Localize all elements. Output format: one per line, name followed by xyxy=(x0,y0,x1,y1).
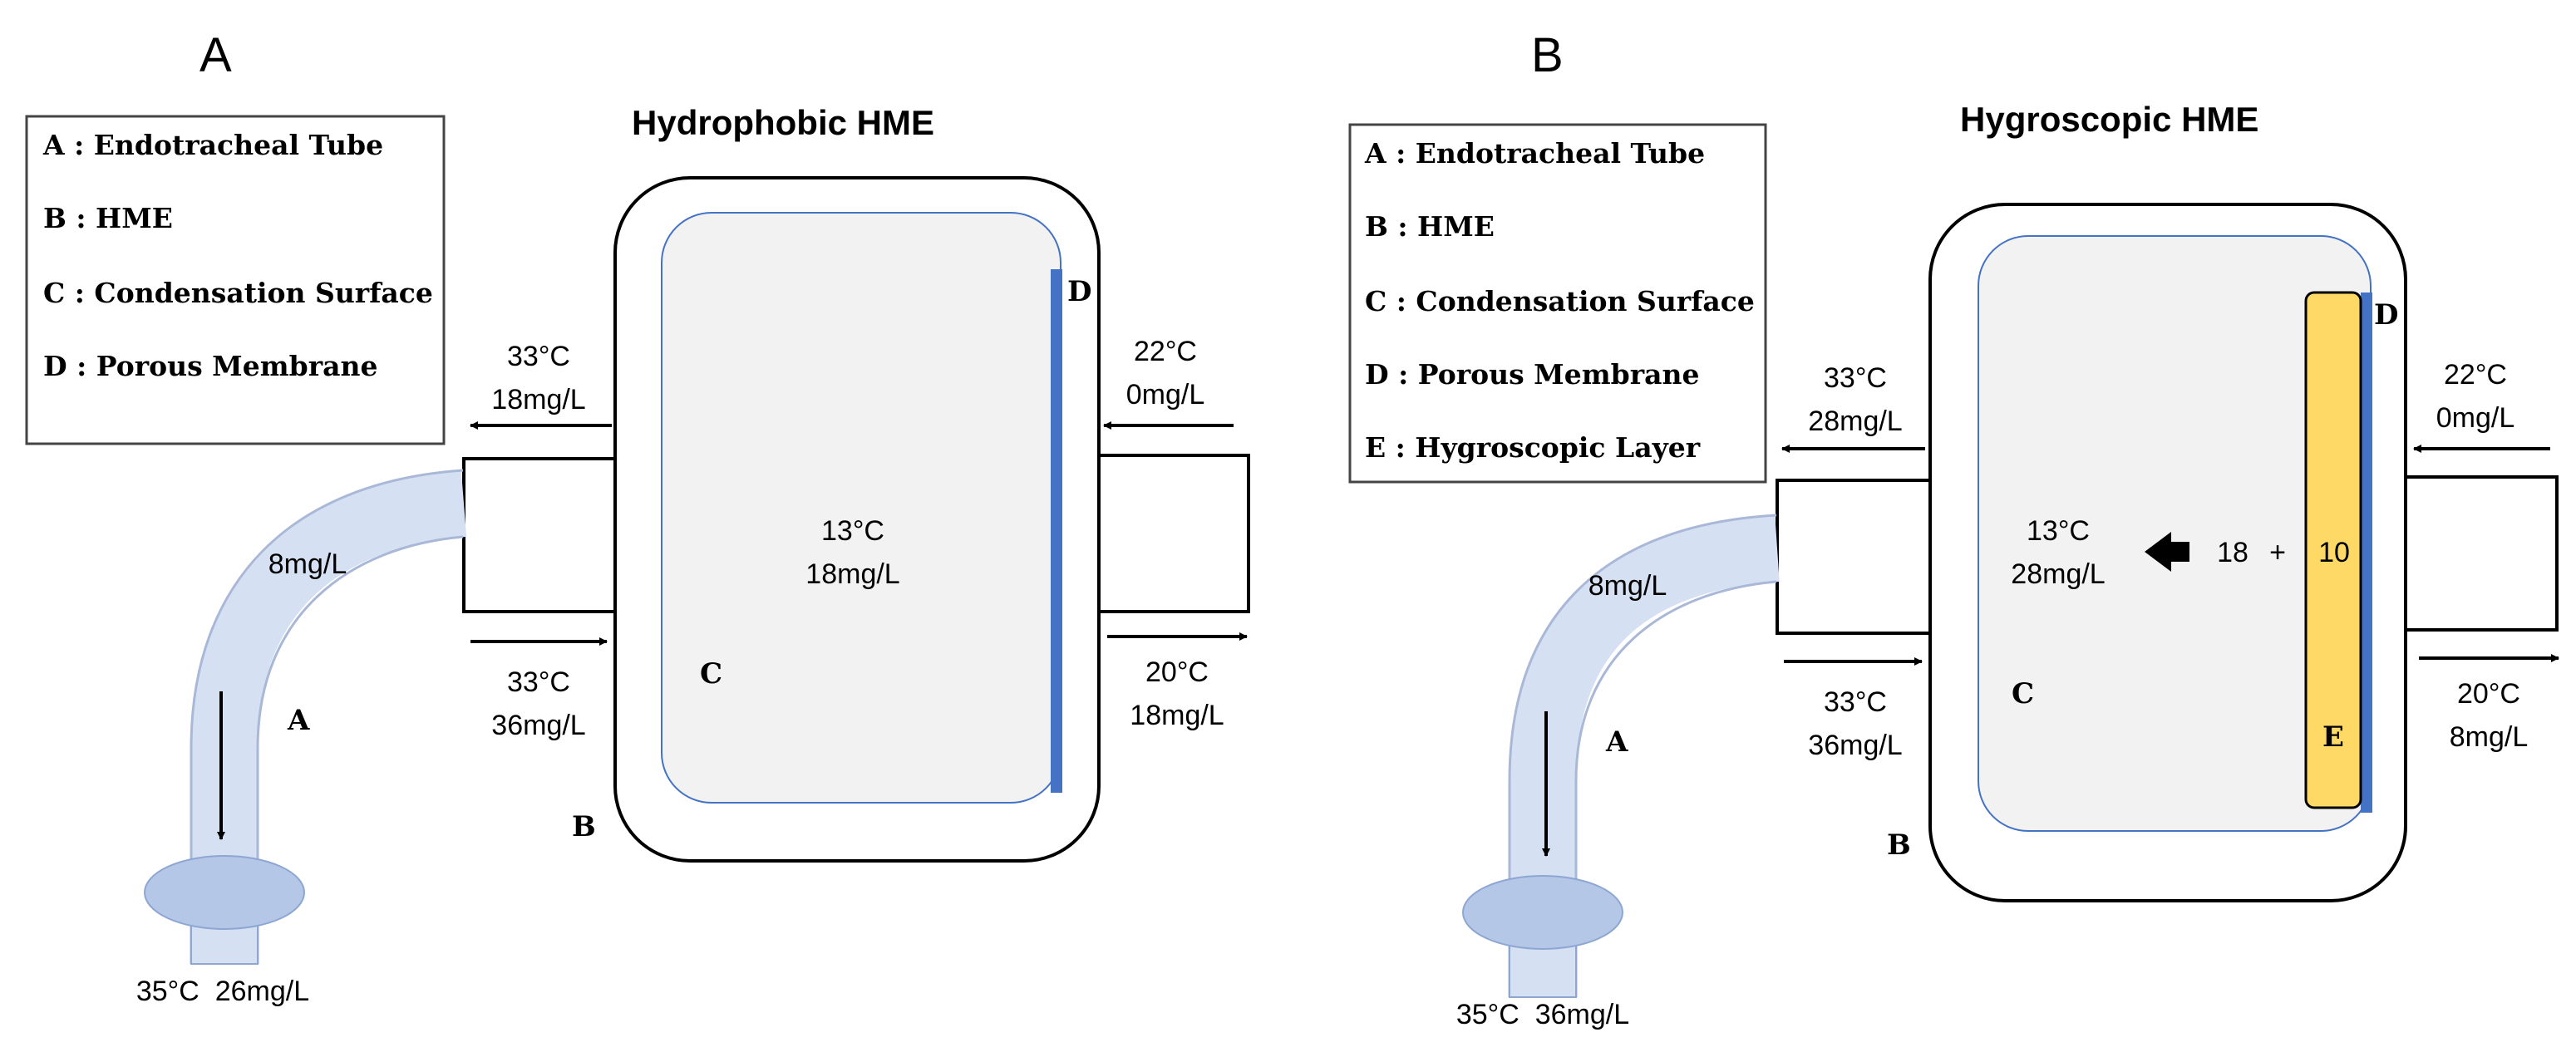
legend: A : Endotracheal Tube B : HME C : Conden… xyxy=(1348,123,1767,484)
in-left-temp: 33°C xyxy=(507,666,570,698)
moisture-return-arrow xyxy=(2145,532,2189,572)
inlet-port xyxy=(462,457,617,613)
panel-letter: B xyxy=(1531,28,1564,82)
in-left-humidity: 36mg/L xyxy=(1808,730,1902,761)
legend-item: E : Hygroscopic Layer xyxy=(1365,431,1701,464)
tube-humidity: 8mg/L xyxy=(1588,570,1667,602)
outlet-port xyxy=(2404,475,2559,632)
part-label-c: C xyxy=(2012,677,2034,710)
tube-cuff xyxy=(144,855,305,930)
in-right-humidity: 0mg/L xyxy=(2436,402,2515,434)
panel-letter: A xyxy=(199,28,232,82)
part-label-b: B xyxy=(1887,828,1911,862)
part-label-a: A xyxy=(1605,725,1628,759)
endotracheal-tube-fill xyxy=(1510,515,1780,906)
in-left-temp: 33°C xyxy=(1824,686,1887,718)
outlet-port xyxy=(1097,454,1250,613)
out-left-humidity: 28mg/L xyxy=(1808,406,1902,437)
in-right-temp: 22°C xyxy=(2444,359,2507,391)
in-left-humidity: 36mg/L xyxy=(491,710,585,741)
out-left-humidity: 18mg/L xyxy=(491,384,585,415)
center-temp: 13°C xyxy=(2027,515,2090,547)
legend-item: C : Condensation Surface xyxy=(43,277,433,309)
patient-condition: 35°C 26mg/L xyxy=(136,976,309,1007)
porous-membrane xyxy=(1051,269,1062,793)
in-right-humidity: 0mg/L xyxy=(1126,379,1205,410)
panel-title: Hydrophobic HME xyxy=(632,103,934,142)
endotracheal-tube-outline-inner xyxy=(1574,580,1777,997)
legend-item: B : HME xyxy=(43,202,173,234)
sum-added: 10 xyxy=(2318,537,2350,568)
legend-item: C : Condensation Surface xyxy=(1365,285,1755,317)
center-humidity: 18mg/L xyxy=(805,558,899,590)
part-label-d: D xyxy=(2374,298,2398,332)
part-label-c: C xyxy=(700,657,722,691)
inlet-port xyxy=(1776,479,1932,635)
part-label-b: B xyxy=(572,810,596,843)
legend-item: A : Endotracheal Tube xyxy=(1364,137,1705,170)
legend: A : Endotracheal Tube B : HME C : Conden… xyxy=(25,115,446,445)
part-label-e: E xyxy=(2322,720,2344,754)
in-right-temp: 22°C xyxy=(1134,336,1197,367)
tube-cuff xyxy=(1462,875,1623,950)
condensation-chamber xyxy=(661,212,1061,804)
panel-b: B Hygroscopic HME A : Endotracheal Tube … xyxy=(1348,28,2559,1030)
out-left-temp: 33°C xyxy=(1824,362,1887,394)
panel-title: Hygroscopic HME xyxy=(1960,100,2258,139)
part-label-a: A xyxy=(287,704,310,737)
legend-item: D : Porous Membrane xyxy=(43,350,377,382)
panel-a: A Hydrophobic HME A : Endotracheal Tube … xyxy=(25,28,1250,1007)
out-right-humidity: 8mg/L xyxy=(2450,721,2529,753)
tube-humidity: 8mg/L xyxy=(268,548,347,580)
porous-membrane xyxy=(2361,292,2372,813)
legend-item: B : HME xyxy=(1365,210,1495,243)
endotracheal-tube-outline-outer xyxy=(1508,514,1777,997)
out-right-temp: 20°C xyxy=(1145,656,1209,688)
endotracheal-tube-fill xyxy=(191,470,467,874)
hygroscopic-layer xyxy=(2304,291,2362,809)
endotracheal-tube-outline-inner xyxy=(256,535,464,964)
center-humidity: 28mg/L xyxy=(2011,558,2105,590)
patient-condition: 35°C 36mg/L xyxy=(1456,999,1629,1030)
out-right-temp: 20°C xyxy=(2457,678,2520,710)
out-left-temp: 33°C xyxy=(507,341,570,372)
center-temp: 13°C xyxy=(821,515,884,547)
out-right-humidity: 18mg/L xyxy=(1130,700,1224,731)
part-label-d: D xyxy=(1067,275,1091,308)
legend-item: D : Porous Membrane xyxy=(1365,358,1699,391)
sum-base: 18 xyxy=(2217,537,2248,568)
sum-plus: + xyxy=(2269,537,2286,568)
legend-item: A : Endotracheal Tube xyxy=(42,129,383,161)
endotracheal-tube-outline-outer xyxy=(190,469,464,964)
